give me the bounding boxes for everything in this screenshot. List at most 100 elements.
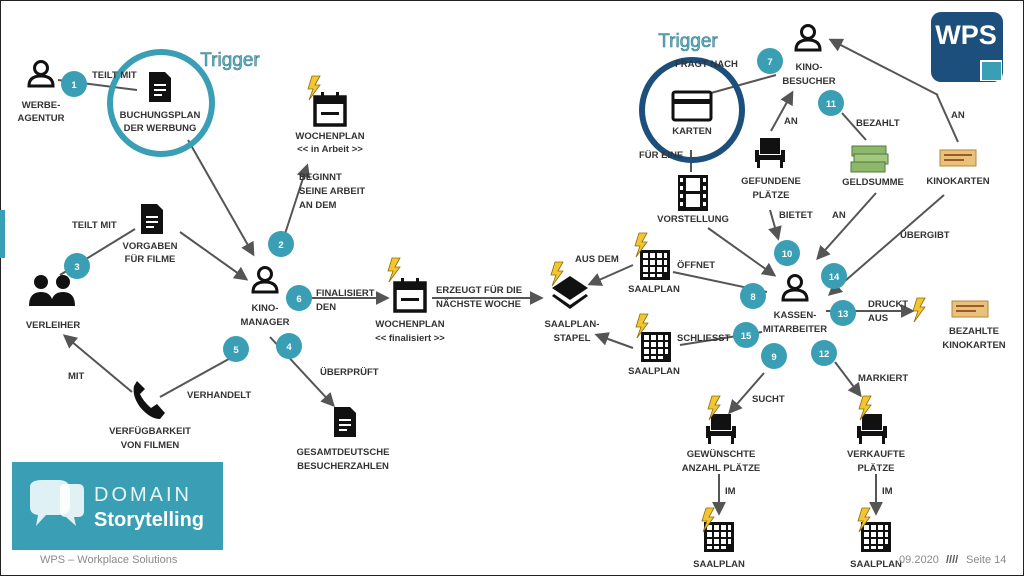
edge-kassenmitarbeiter-verkaufte (834, 361, 862, 398)
step-badge-6: 6 (286, 285, 312, 311)
people-group-icon (29, 275, 75, 306)
step-badge-13: 13 (830, 300, 856, 326)
activity-erzeugt-2: NÄCHSTE WOCHE (436, 299, 521, 310)
step-badge-11: 11 (818, 90, 844, 116)
edge-kinomanager-wochenplan-arbeit (282, 163, 311, 241)
edge-saalplan-stapel (587, 264, 634, 286)
footer-page-number: Seite 14 (966, 554, 1007, 566)
edge-kinokarten-an (936, 94, 959, 143)
step-number: 6 (296, 294, 301, 305)
step-number: 1 (71, 80, 77, 91)
saalplan-mid-label: SAALPLAN (628, 366, 680, 377)
step-badges: 1 2 3 4 5 6 7 8 9 10 11 12 13 14 15 (61, 48, 856, 369)
seat-icon (755, 138, 785, 168)
gesamtdeutsche-label-2: BESUCHERZAHLEN (297, 461, 389, 472)
gewuenschte-label-1: GEWÜNSCHTE (687, 449, 756, 460)
wo-vorgaben: VORGABEN FÜR FILME (123, 204, 178, 265)
activity-an-top: AN (951, 110, 965, 121)
wps-logo: WPS (931, 12, 1003, 82)
bolt-icon (387, 257, 401, 283)
step-number: 8 (750, 292, 755, 303)
actor-verleiher: VERLEIHER (26, 275, 80, 331)
actor-kassenmitarbeiter: KASSEN- MITARBEITER (763, 274, 827, 335)
activity-bezahlt: BEZAHLT (856, 118, 900, 129)
edge-plaetze-kassenmitarbeiter (768, 209, 782, 241)
edge-vorgaben-kinomanager (179, 231, 249, 281)
saalplan-br-label: SAALPLAN (850, 559, 902, 570)
activity-im-right: IM (882, 486, 893, 497)
person-icon (27, 60, 55, 88)
activity-finalisiert-1: FINALISIERT (316, 288, 375, 299)
actor-kinobesucher: KINO- BESUCHER (782, 24, 836, 87)
edge-kinokarten-kinobesucher (828, 38, 939, 96)
footer-company: WPS – Workplace Solutions (40, 554, 178, 566)
activity-uebergibt: ÜBERGIBT (900, 230, 950, 241)
geldsumme-label: GELDSUMME (842, 177, 904, 188)
verfuegbarkeit-label-2: VON FILMEN (121, 440, 180, 451)
person-icon (794, 24, 822, 52)
activity-fuer-eine: FÜR EINE (639, 150, 683, 161)
document-icon (141, 204, 163, 234)
wo-karten: KARTEN (671, 90, 713, 137)
gewuenschte-label-2: ANZAHL PLÄTZE (682, 463, 760, 474)
step-number: 15 (741, 331, 752, 342)
activity-mit: MIT (68, 371, 85, 382)
step-badge-2: 2 (268, 231, 294, 257)
activity-beginnt-3: AN DEM (299, 200, 337, 211)
karten-label: KARTEN (672, 126, 712, 137)
slide-side-tab (0, 210, 5, 258)
step-number: 12 (819, 349, 830, 360)
wo-saalplan-mid: SAALPLAN (628, 313, 680, 377)
step-number: 7 (767, 57, 772, 68)
wochenplan-arbeit-label-1: WOCHENPLAN (295, 131, 364, 142)
activity-sucht: SUCHT (752, 394, 785, 405)
seating-grid-icon (641, 332, 671, 362)
wo-saalplan-br: SAALPLAN (850, 507, 902, 570)
seating-grid-icon (640, 250, 670, 280)
kinobesucher-label-1: KINO- (796, 62, 823, 73)
activity-ueberprueft: ÜBERPRÜFT (320, 367, 379, 378)
seating-grid-icon (861, 522, 891, 552)
vorgaben-label-2: FÜR FILME (125, 254, 176, 265)
activity-beginnt-2: SEINE ARBEIT (299, 186, 365, 197)
edge-kinomanager-verfuegbarkeit (159, 354, 237, 398)
buchungsplan-label-2: DER WERBUNG (124, 123, 197, 134)
step-number: 5 (233, 345, 239, 356)
gefundene-label-2: PLÄTZE (753, 190, 790, 201)
edges (57, 38, 959, 516)
activity-erzeugt-1: ERZEUGT FÜR DIE (436, 285, 522, 296)
ticket-icon (939, 149, 977, 167)
step-badge-4: 4 (276, 333, 302, 359)
step-badge-9: 9 (761, 343, 787, 369)
kinomanager-label-2: MANAGER (240, 317, 289, 328)
actor-kinomanager: KINO- MANAGER (240, 266, 290, 328)
step-number: 9 (771, 352, 776, 363)
wo-verfuegbarkeit: VERFÜGBARKEIT VON FILMEN (109, 381, 191, 451)
saalplan-top-label: SAALPLAN (628, 284, 680, 295)
phone-icon (133, 381, 165, 419)
verkaufte-label-1: VERKAUFTE (847, 449, 905, 460)
step-number: 13 (838, 309, 849, 320)
calendar-icon (313, 90, 347, 127)
saalplanstapel-label-1: SAALPLAN- (545, 319, 600, 330)
activity-im-left: IM (725, 486, 736, 497)
activity-druckt-1: DRUCKT (868, 299, 908, 310)
wo-verkaufte: VERKAUFTE PLÄTZE (847, 395, 905, 474)
step-badge-12: 12 (811, 340, 837, 366)
brand-storytelling: Storytelling (94, 509, 204, 531)
step-number: 11 (826, 99, 837, 110)
film-icon (678, 175, 708, 211)
wps-logo-text: WPS (935, 20, 997, 50)
wo-geldsumme: GELDSUMME (842, 145, 904, 188)
step-badge-5: 5 (223, 336, 249, 362)
activity-an-11: AN (832, 210, 846, 221)
step-badge-10: 10 (774, 240, 800, 266)
buchungsplan-label-1: BUCHUNGSPLAN (120, 110, 201, 121)
document-icon (334, 407, 356, 437)
edge-saalplan-mid-stapel (594, 332, 634, 349)
verfuegbarkeit-label-1: VERFÜGBARKEIT (109, 426, 191, 437)
wo-gewuenschte: GEWÜNSCHTE ANZAHL PLÄTZE (682, 395, 760, 474)
wo-wochenplan-arbeit: WOCHENPLAN << in Arbeit >> (295, 75, 365, 155)
activity-finalisiert-2: DEN (316, 302, 336, 313)
activity-schliesst: SCHLIESST (677, 333, 731, 344)
